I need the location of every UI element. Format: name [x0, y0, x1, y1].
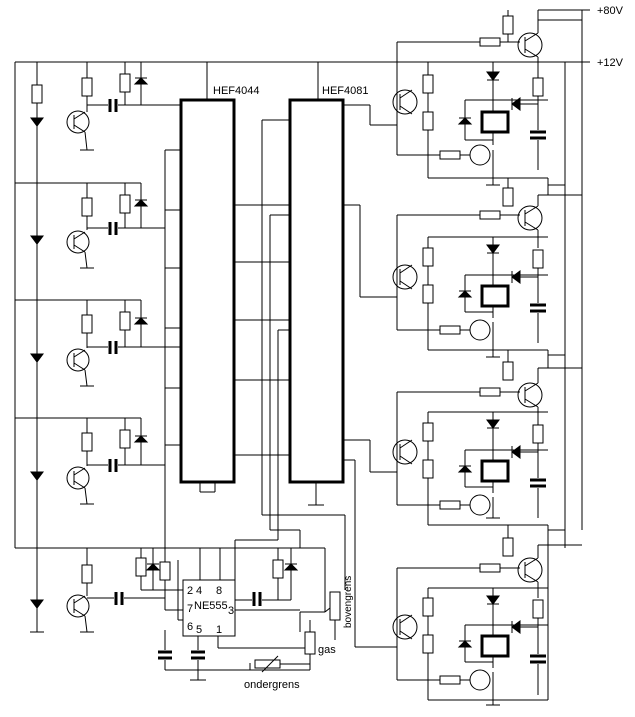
ic-hef4081 [288, 62, 345, 506]
timer-label: NE555 [194, 600, 228, 612]
pin-2-label: 2 [187, 585, 193, 597]
pin-6-label: 6 [187, 621, 193, 633]
pin-5-label: 5 [196, 624, 202, 636]
left-input-stages [15, 62, 181, 633]
ne555-timer [135, 548, 341, 681]
pin-4-label: 4 [196, 585, 202, 597]
pin-8-label: 8 [216, 585, 222, 597]
ic-hef4044-label: HEF4044 [213, 85, 259, 97]
rail-80v-label: +80V [597, 5, 624, 17]
pin-3-label: 3 [228, 605, 234, 617]
pin-1-label: 1 [216, 624, 222, 636]
rail-12v-label: +12V [597, 57, 624, 69]
pin-7-label: 7 [187, 603, 193, 615]
lower-limit-label: ondergrens [244, 679, 300, 691]
upper-limit-label: bovengrens [343, 576, 354, 628]
right-driver-stages [343, 10, 549, 706]
right-supply-taps [538, 19, 582, 546]
ic-hef4044 [179, 62, 236, 493]
ic-hef4081-label: HEF4081 [322, 85, 368, 97]
rail-12v [14, 61, 590, 548]
ic-interconnects [15, 119, 346, 613]
rail-80v [537, 9, 590, 530]
throttle-label: gas [318, 644, 336, 656]
